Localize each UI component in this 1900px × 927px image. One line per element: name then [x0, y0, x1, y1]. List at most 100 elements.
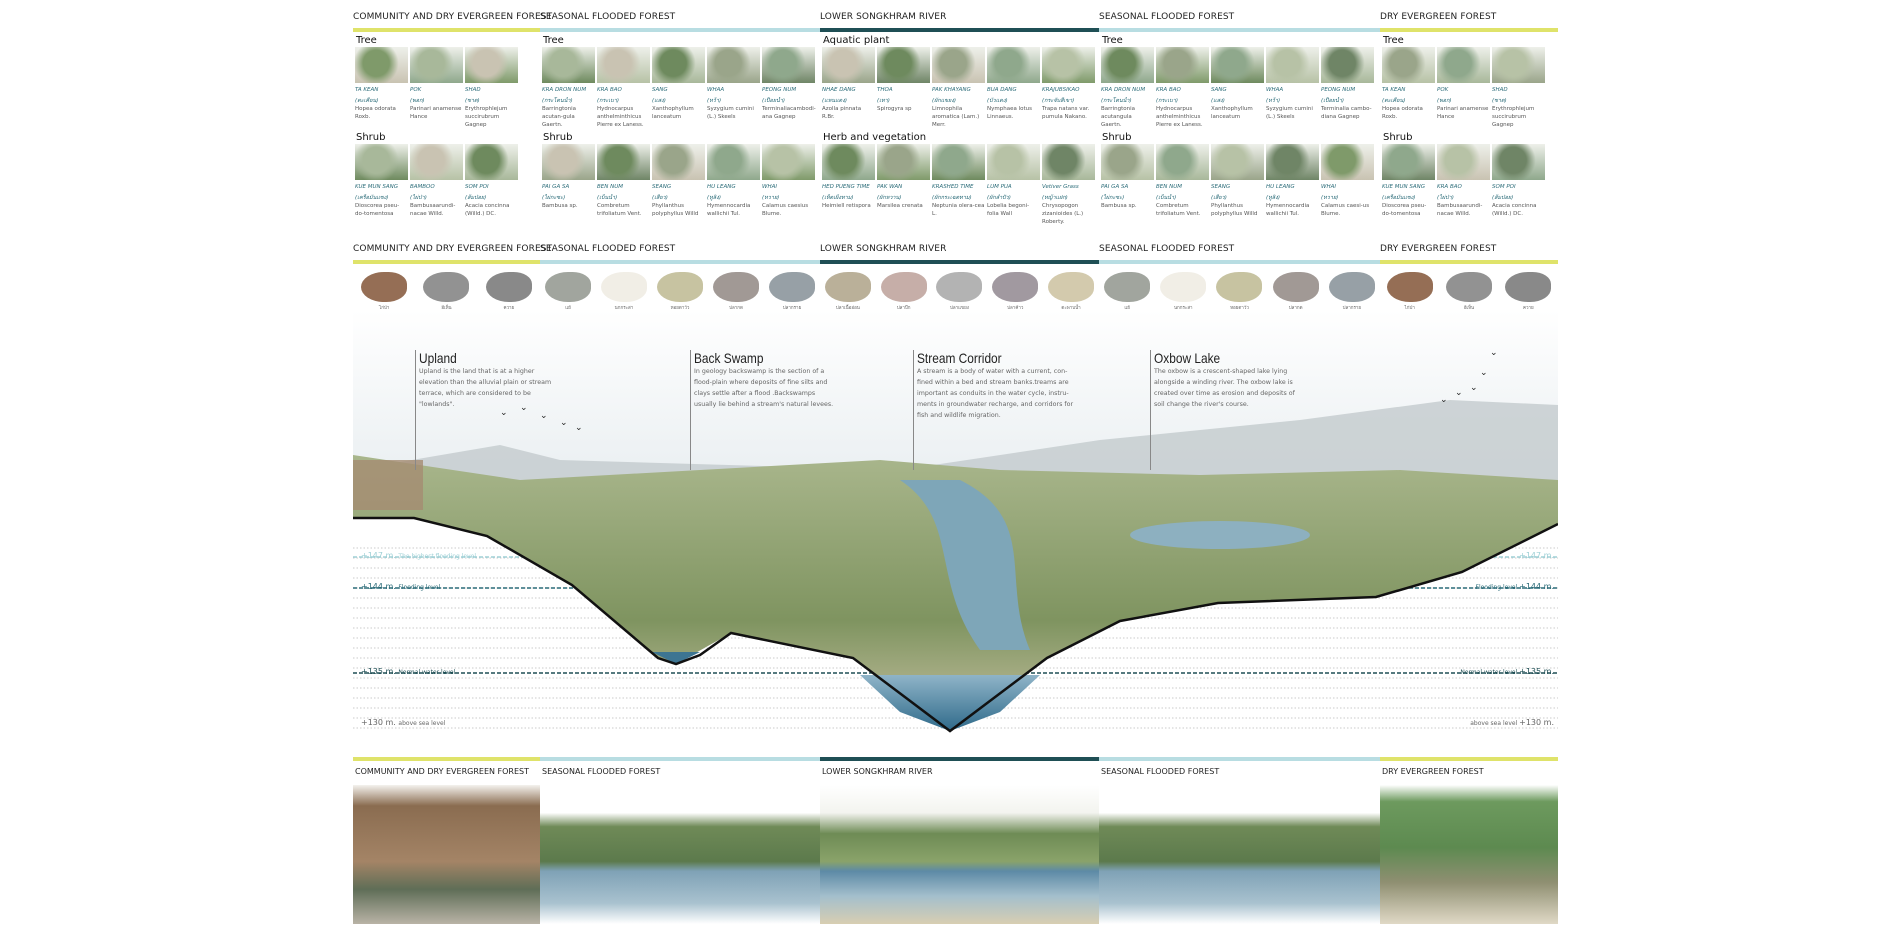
plant-thai-name: (เบ็นน้ำ) [597, 195, 618, 201]
plant-card[interactable]: HU LEANG(หูลิง)Hymennocardia wallichii T… [1266, 144, 1319, 218]
plant-card[interactable]: TA KEAN(ตะเคียน)Hopea odorata Roxb. [1382, 47, 1435, 129]
plant-card[interactable]: LUM PUA(ผักลำปัว)Lobelia begoni-folia Wa… [987, 144, 1040, 226]
plant-card[interactable]: KUE MUN SANG(เครือมันแซง)Dioscorea pseu-… [355, 144, 408, 218]
plant-card[interactable]: SANG(แสง)Xanthophyllum lanceatum [1211, 47, 1264, 129]
section-header: COMMUNITY AND DRY EVERGREEN FOREST [355, 767, 530, 776]
plant-card[interactable]: SEANG(เสียว)Phyllanthus polyphyllus Will… [652, 144, 705, 218]
plant-card[interactable]: PAK KHAYANG(ผักแขยง)Limnophila aromatica… [932, 47, 985, 129]
plant-card[interactable]: TA KEAN(ตะเคียน)Hopea odorata Roxb. [355, 47, 408, 129]
plant-card[interactable]: WHAA(หว้า)Syzygium cumini (L.) Skeels [1266, 47, 1319, 129]
animal-illustration [1328, 272, 1375, 302]
plant-card[interactable]: BUA DANG(บัวแดง)Nymphaea lotus Linnaeus. [987, 47, 1040, 129]
plant-card[interactable]: KRA DRON NUM(กระโดนน้ำ)Barringtonia acut… [1101, 47, 1154, 129]
plant-card[interactable]: PAI GA SA(ไผ่กะซะ)Bambusa sp. [542, 144, 595, 218]
animal[interactable]: ปลาแขยงTrichopodus microlepis [932, 272, 986, 322]
plant-card[interactable]: SOM POI(ส้มป่อย)Acacia concinna (Willd.)… [1492, 144, 1545, 218]
plant-thai-name: (เครือมันแซง) [355, 195, 389, 201]
animal-thai-name: อีเห็น [1463, 306, 1475, 311]
site-photo[interactable] [1099, 785, 1380, 924]
plant-card[interactable]: THOA(เทา)Spirogyra sp [877, 47, 930, 129]
plant-card[interactable]: WHAI(หวาย)Calamus caesi-us Blume. [1321, 144, 1374, 218]
plant-card[interactable]: KRA BAO(กระเบา)Hydnocarpus anthelminthic… [1156, 47, 1209, 129]
plant-card[interactable]: HED PUENG TIME(เห็ดเผิ้งทาม)Heimiell ret… [822, 144, 875, 226]
plant-scientific-name: Syzygium cumini (L.) Skeels [1266, 106, 1313, 120]
bird-icon: ⌄ [520, 403, 528, 413]
plant-scientific-name: Bambusa sp. [1101, 203, 1137, 209]
plant-card[interactable]: BAMBOO(ไผ่ป่า)Bambusaarundi-nacae Willd. [410, 144, 463, 218]
plant-common-name: LUM PUA [987, 184, 1012, 190]
animal-illustration [1445, 272, 1492, 302]
elevation-description: above sea level [398, 720, 446, 727]
plant-card[interactable]: POK(พอก)Parinari anamense Hance [410, 47, 463, 129]
plant-card[interactable]: PAK WAN(ผักหวาน)Marsilea crenata [877, 144, 930, 226]
plant-card[interactable]: KRASHED TIME(ผักกระเฉดทาม)Neptunia olera… [932, 144, 985, 226]
plant-thai-name: (กระโดนน้ำ) [1101, 98, 1132, 104]
site-photo[interactable] [353, 785, 540, 924]
plant-common-name: BAMBOO [410, 184, 435, 190]
section-color-bar [1099, 757, 1380, 761]
plant-card[interactable]: PEONG NUM(เปือยน้ำ)Terminaliacambodi-ana… [762, 47, 816, 129]
plant-scientific-name: Hopea odorata Roxb. [1382, 106, 1423, 120]
plant-card[interactable]: KRA BAO(กระเบา)Hydnocarpus anthelminthic… [597, 47, 650, 129]
plant-card[interactable]: KUE MUN SANG(เครือมันแซง)Dioscorea pseu-… [1382, 144, 1435, 218]
bird-icon: ⌄ [1490, 348, 1498, 358]
animal-illustration [657, 272, 703, 302]
plant-card[interactable]: KRAJUBSIKAO(กระจับสีเขา)Trapa natans var… [1042, 47, 1095, 129]
plant-card[interactable]: SANG(แสง)Xanthophyllum lanceatum [652, 47, 705, 129]
plant-card[interactable]: WHAA(หว้า)Syzygium cumini (L.) Skeels [707, 47, 760, 129]
plant-card[interactable]: BEN NUM(เบ็นน้ำ)Combretum trifoliatum Ve… [597, 144, 650, 218]
plant-common-name: BEN NUM [597, 184, 623, 190]
animal-thai-name: ควาย [503, 306, 515, 311]
animal[interactable]: ปลาค้าวWallagonia attu [988, 272, 1042, 322]
animal-illustration [423, 272, 470, 302]
plant-card[interactable]: PEONG NUM(เปือยน้ำ)Terminalia cambo-dian… [1321, 47, 1374, 129]
plant-card[interactable]: NHAE DANG(แหนแดง)Azolla pinnata R.Br. [822, 47, 875, 129]
plant-card[interactable]: SHAD(ซาด)Erythrophlejum succirubrum Gagn… [465, 47, 518, 129]
plant-common-name: KRA BAO [1156, 87, 1181, 93]
plant-card[interactable]: SHAD(ซาด)Erythrophlejum succirubrum Gagn… [1492, 47, 1545, 129]
plant-common-name: WHAI [762, 184, 777, 190]
plant-card[interactable]: POK(พอก)Parinari anamense Hance [1437, 47, 1490, 129]
plant-card[interactable]: HU LEANG(หูลิง)Hymennocardia wallichii T… [707, 144, 760, 218]
animal[interactable]: ตะพาบน้ำTrionychidae [1044, 272, 1098, 322]
plant-thai-name: (ตะเคียน) [355, 98, 379, 104]
site-photo[interactable] [1380, 785, 1558, 924]
plant-thai-name: (ซาด) [465, 98, 480, 104]
plant-common-name: PAK WAN [877, 184, 903, 190]
plant-photo [1382, 47, 1435, 83]
plant-thai-name: (เห็ดเผิ้งทาม) [822, 195, 854, 201]
oxbow-lake [1130, 521, 1310, 549]
plant-card[interactable]: SOM POI(ส้มป่อย)Acacia concinna (Willd.)… [465, 144, 518, 218]
animal-illustration [1048, 272, 1095, 302]
bird-icon: ⌄ [1440, 395, 1448, 405]
plant-card[interactable]: SEANG(เสียว)Phyllanthus polyphyllus Will… [1211, 144, 1264, 218]
site-photo[interactable] [820, 785, 1099, 924]
plant-scientific-name: Parinari anamense Hance [1437, 106, 1489, 120]
plant-scientific-name: Chrysopogon zizanioides (L.) Roberty. [1042, 203, 1084, 225]
zone-title: Back Swamp [694, 350, 764, 366]
plant-scientific-name: Hymennocardia wallichii Tul. [707, 203, 751, 217]
section-header: SEASONAL FLOODED FOREST [1099, 12, 1235, 22]
plant-group-title: Shrub [1102, 132, 1132, 143]
plant-card[interactable]: PAI GA SA(ไผ่กะซะ)Bambusa sp. [1101, 144, 1154, 218]
plant-card[interactable]: BEN NUM(เบ็นน้ำ)Combretum trifoliatum Ve… [1156, 144, 1209, 218]
animal[interactable]: หอยตาวัวDonax faba Gmelin [1212, 272, 1266, 322]
plant-thai-name: (ซาด) [1492, 98, 1507, 104]
plant-card[interactable]: KRA DRON NUM(กระโดนน้ำ)Barringtonia acut… [542, 47, 595, 129]
plant-card[interactable]: Vetiver Grass(หญ้าแฝก)Chrysopogon zizani… [1042, 144, 1095, 226]
plant-thai-name: (แหนแดง) [822, 98, 848, 104]
site-photo[interactable] [540, 785, 820, 924]
section-color-bar [353, 28, 540, 32]
zone-title: Oxbow Lake [1154, 350, 1221, 366]
zone-description: In geology backswamp is the section of a… [694, 368, 834, 408]
plant-photo [652, 47, 705, 83]
plant-card[interactable]: KRA BAO(ไผ่ป่า)Bambusaarundi-nacae Willd… [1437, 144, 1490, 218]
section-header: SEASONAL FLOODED FOREST [542, 767, 661, 776]
plant-common-name: WHAI [1321, 184, 1336, 190]
plant-photo [822, 47, 875, 83]
plant-card[interactable]: WHAI(หวาย)Calamus caesius Blume. [762, 144, 815, 218]
plant-thai-name: (กระเบา) [1156, 98, 1178, 104]
